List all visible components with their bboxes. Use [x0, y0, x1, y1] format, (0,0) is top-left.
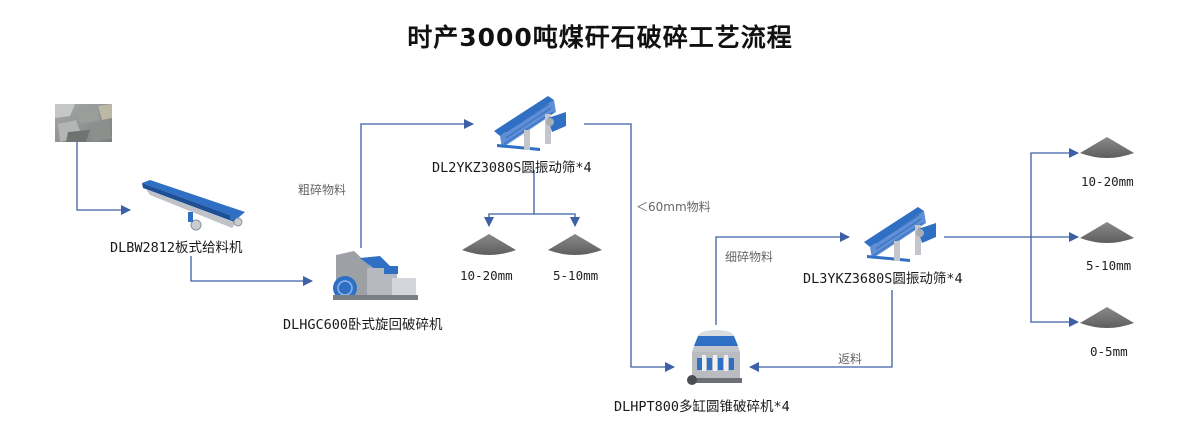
cone-crusher-label: DLHPT800多缸圆锥破碎机*4 [614, 399, 790, 415]
arrow-screen1-split [484, 170, 535, 227]
plate-feeder-icon [142, 180, 245, 231]
screen2-product-pile [1080, 222, 1134, 243]
edge-label-coarse: 粗碎物料 [298, 183, 347, 197]
arrow-screen2-bottom [1030, 237, 1079, 327]
vibrating-screen-icon-2 [864, 207, 936, 262]
gyratory-crusher-label: DLHGC600卧式旋回破碎机 [283, 317, 443, 333]
vibrating-screen-icon-1 [494, 96, 566, 151]
page-title: 时产3000吨煤矸石破碎工艺流程 [407, 23, 793, 52]
screen2-product-label: 10-20mm [1081, 174, 1134, 189]
feeder-label: DLBW2812板式给料机 [110, 240, 243, 256]
arrow-raw-to-feeder [76, 142, 131, 215]
arrow-screen2-top [1030, 148, 1079, 237]
arrow-screen1-to-pile2 [534, 213, 580, 227]
screen1-product-label: 10-20mm [460, 268, 513, 283]
screen2-product-pile [1080, 307, 1134, 328]
screen2-label: DL3YKZ3680S圆振动筛*4 [803, 271, 963, 287]
screen1-label: DL2YKZ3080S圆振动筛*4 [432, 160, 592, 176]
edge-label-return: 返料 [838, 352, 863, 366]
screen2-product-label: 0-5mm [1090, 344, 1128, 359]
edge-label-under60: ＜60mm物料 [636, 200, 711, 214]
edge-label-fine: 细碎物料 [725, 250, 774, 264]
screen1-product-pile [548, 234, 602, 255]
arrow-crusher-to-screen1 [360, 119, 474, 248]
arrow-screen1-to-cone [584, 123, 675, 372]
arrow-screen2-return [749, 290, 893, 372]
rock-pile-photo [55, 104, 112, 142]
arrow-cone-to-screen2 [715, 232, 850, 325]
arrow-feeder-to-crusher [190, 256, 313, 286]
gyratory-crusher-icon [333, 251, 418, 300]
screen2-product-label: 5-10mm [1086, 258, 1132, 273]
screen2-product-pile [1080, 137, 1134, 158]
cone-crusher-icon [687, 330, 742, 385]
screen1-product-label: 5-10mm [553, 268, 599, 283]
screen1-product-pile [462, 234, 516, 255]
